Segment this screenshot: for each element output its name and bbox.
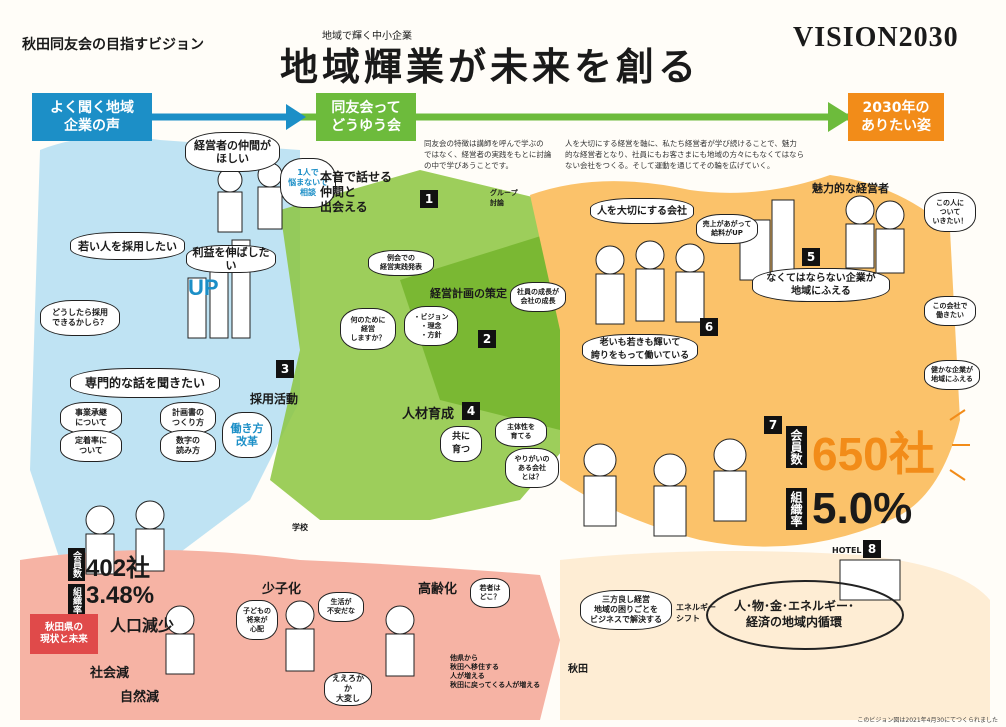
future-description: 人を大切にする経営を軸に、私たち経営者が学び続けることで、魅力 的な経営者となり…: [565, 139, 805, 170]
marker-5: 5: [802, 248, 820, 266]
future-sanpou: 三方良し経営 地域の困りごとを ビジネスで解決する: [580, 590, 672, 630]
blue-arrow-head: [286, 104, 306, 130]
circulation-ring: [706, 580, 904, 650]
doyukai-keieikeikaku: 経営計画の策定: [430, 287, 507, 300]
svg-text:UP: UP: [188, 275, 219, 300]
marker-4: 4: [462, 402, 480, 420]
future-nakute: なくてはならない企業が 地域にふえる: [752, 268, 890, 302]
future-shain-seicho: 社員の成長が 会社の成長: [510, 282, 566, 312]
footnote: このビジョン図は2021年4月30にてつくられました: [857, 717, 998, 724]
future-energy: エネルギー シフト: [676, 603, 716, 623]
marker-1: 1: [420, 190, 438, 208]
marker-2: 2: [478, 330, 496, 348]
column-voice-label: よく聞く地域 企業の声: [50, 100, 134, 134]
now-members-label: 会員数: [68, 548, 85, 581]
vision-kicker: 秋田同友会の目指すビジョン: [22, 37, 204, 53]
akita-daijoubu: ええろかか 大変し: [324, 672, 372, 706]
akita-current-box: 秋田県の 現状と未来: [30, 614, 98, 654]
doyukai-honne: 本音で話せる 仲間と 出会える: [320, 170, 393, 214]
voice-teikan: 定着率に ついて: [60, 430, 122, 462]
doyukai-tomoni: 共に 育つ: [440, 426, 482, 462]
akita-seikatsu: 生活が 不安だな: [318, 592, 364, 622]
akita-kodomo: 子どもの 将来が 心配: [236, 600, 278, 640]
doyukai-vision: ・ビジョン ・理念 ・方針: [404, 306, 458, 346]
column-future-header: 2030年の ありたい姿: [848, 93, 944, 141]
up-chart-icon: UP: [187, 239, 251, 339]
green-arrow-head: [828, 102, 852, 132]
akita-tanin: 他県から 秋田へ移住する 人が増える 秋田に戻ってくる人が増える: [450, 654, 541, 689]
column-voice-header: よく聞く地域 企業の声: [32, 93, 152, 141]
future-konohito: この人に ついて いきたい！: [924, 192, 976, 232]
akita-shakaigen: 社会減: [90, 666, 130, 681]
goal-members-label: 会員数: [786, 426, 807, 468]
voice-hitori: 1人で 悩まないで 相談: [280, 158, 336, 208]
voice-keikaku: 計画書の つくり方: [160, 402, 216, 434]
marker-6: 6: [700, 318, 718, 336]
akita-shoushi: 少子化: [262, 582, 302, 597]
doyukai-nanno: 何のために 経営 しますか？: [340, 308, 396, 350]
voice-hatarakikata: 働き方 改革: [222, 412, 272, 458]
future-akita: 秋田: [568, 664, 588, 675]
vision-year: VISION2030: [793, 22, 959, 53]
title-subtitle: 地域で輝く中小企業: [322, 31, 412, 42]
voice-rieki: 利益を伸ばしたい: [186, 245, 276, 273]
voice-doushitara: どうしたら採用 できるかしら？: [40, 300, 120, 336]
doyukai-saiyou: 採用活動: [250, 392, 299, 406]
now-members-value: 402社: [86, 555, 151, 582]
future-hito-taisetsu: 人を大切にする会社: [590, 198, 694, 224]
doyukai-reikai: 例会での 経営実践発表: [368, 250, 434, 276]
doyukai-jinzai: 人材育成: [402, 407, 455, 422]
column-doyukai-label: 同友会って どうゆう会: [331, 100, 401, 134]
doyukai-group: グループ 討論: [490, 189, 518, 207]
future-oimo: 老いも若きも輝いて 誇りをもって働いている: [582, 334, 698, 366]
people-icon: [85, 162, 905, 677]
goal-members-value: 650社: [812, 428, 935, 480]
voice-nakama: 経営者の仲間が ほしい: [185, 132, 280, 172]
doyukai-gakkou: 学校: [292, 523, 308, 532]
future-miryokuteki: 魅力的な経営者: [812, 182, 889, 195]
future-hatarakitai: この会社で 働きたい: [924, 296, 976, 326]
now-rate-value: 3.48%: [86, 582, 155, 609]
future-uriage: 売上があがって 給料がUP: [696, 214, 758, 244]
marker-3: 3: [276, 360, 294, 378]
now-rate-label: 組織率: [68, 584, 85, 617]
future-junkan: 人･物･金･エネルギー･ 経済の地域内循環: [734, 599, 855, 629]
goal-rate-label: 組織率: [786, 488, 807, 530]
voice-wakai: 若い人を採用したい: [70, 232, 185, 260]
column-doyukai-header: 同友会って どうゆう会: [316, 93, 416, 141]
sparkle-marks: [949, 409, 970, 481]
future-kenzen: 健かな企業が 地域にふえる: [924, 360, 980, 390]
future-hotel: HOTEL: [832, 546, 862, 555]
voice-suuji: 数字の 読み方: [160, 430, 216, 462]
doyukai-yarigai: やりがいの ある会社 とは？: [505, 448, 559, 488]
goal-rate-value: 5.0%: [812, 484, 913, 533]
marker-8: 8: [863, 540, 881, 558]
doyukai-shutaisei: 主体性を 育てる: [495, 417, 547, 447]
column-future-label: 2030年の ありたい姿: [861, 100, 931, 134]
akita-wakamono: 若者は どこ？: [470, 578, 510, 608]
akita-jinkou: 人口減少: [110, 616, 175, 635]
page-title: 地域輝業が未来を創る: [280, 44, 701, 89]
doyukai-description: 同友会の特徴は講師を呼んで学ぶの ではなく、経営者の実践をもとに討論 の中で学び…: [424, 139, 552, 170]
akita-shizengen: 自然減: [120, 690, 160, 705]
akita-koureika: 高齢化: [418, 582, 458, 597]
marker-7: 7: [764, 416, 782, 434]
voice-senmon: 専門的な話を聞きたい: [70, 368, 220, 398]
town-region: [560, 551, 990, 720]
